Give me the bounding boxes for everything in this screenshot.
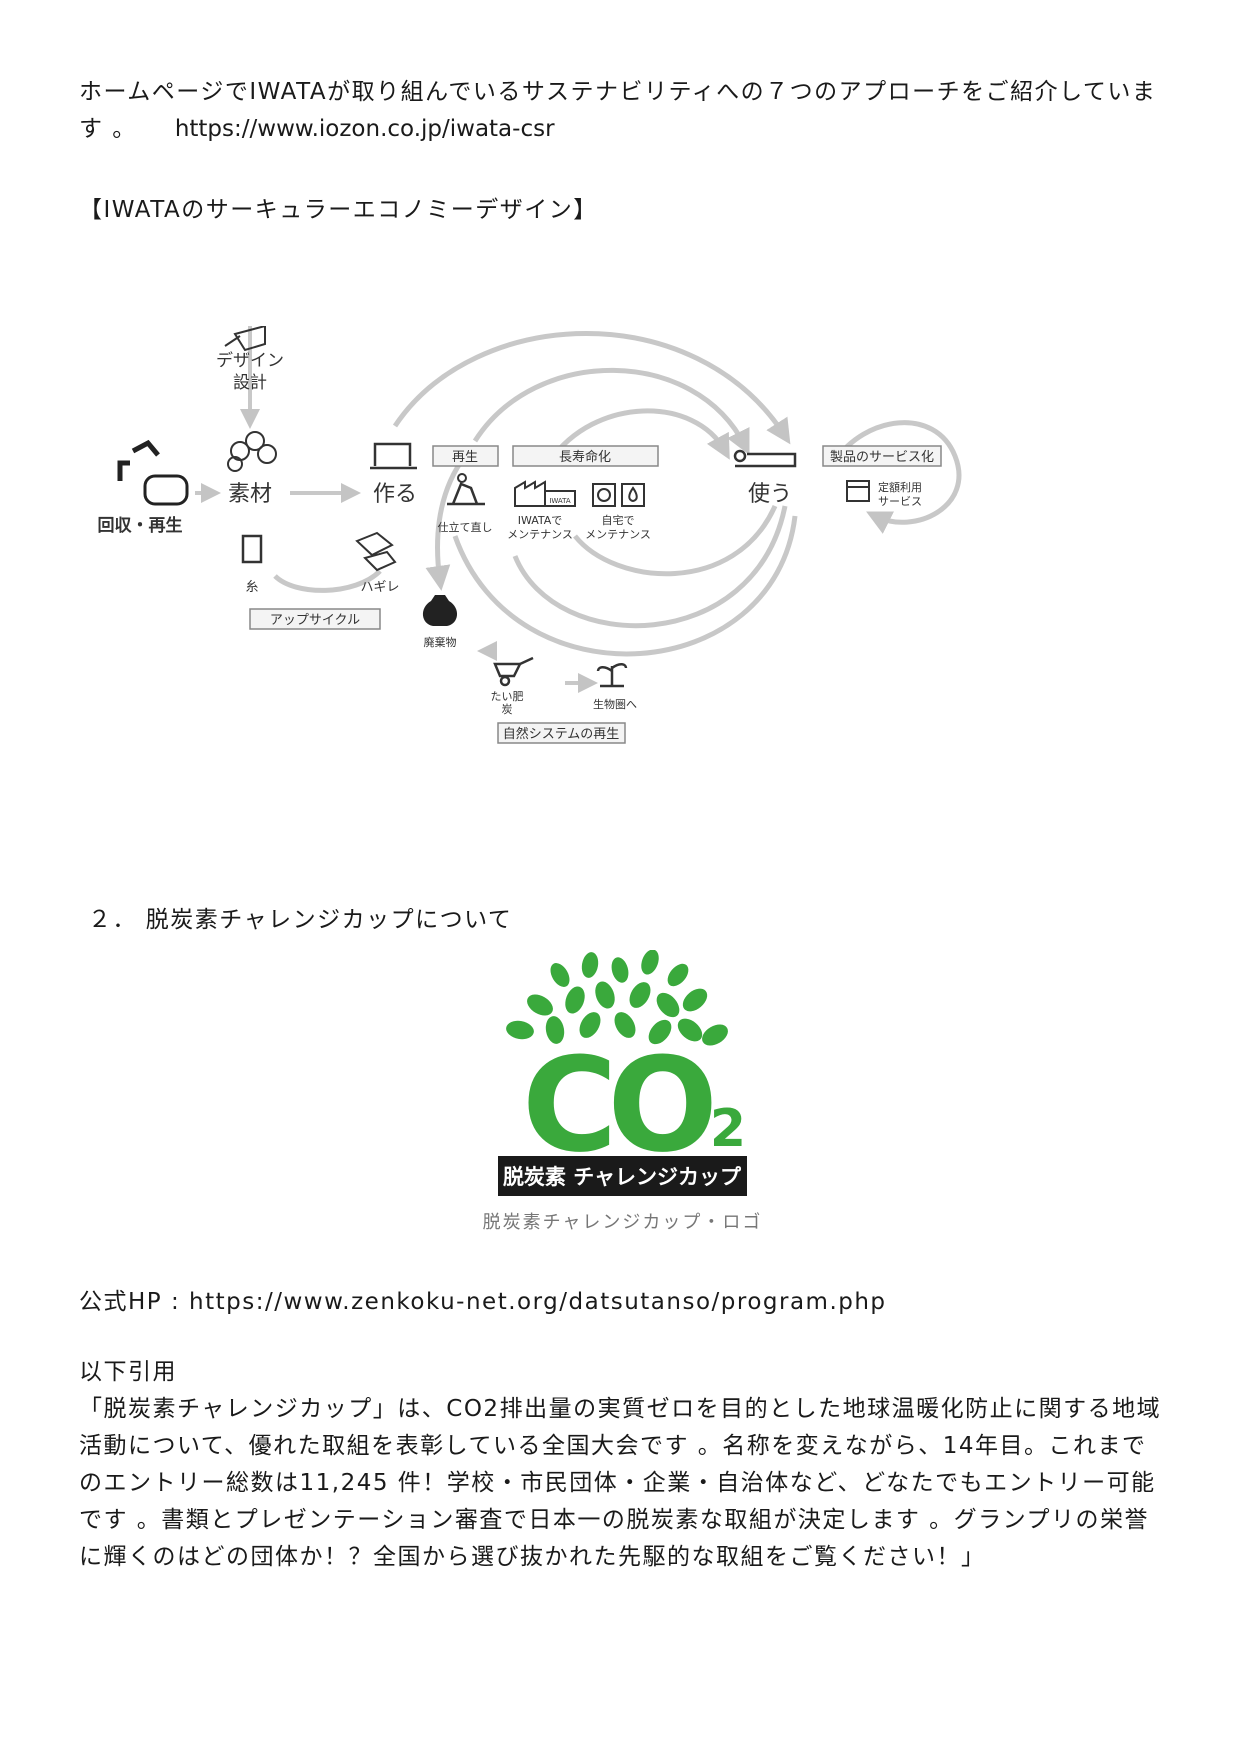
straight-arrows [195, 326, 598, 693]
service-box-label: 製品のサービス化 [830, 450, 934, 465]
water-drop-icon [621, 483, 645, 507]
co2-subscript: 2 [710, 1099, 746, 1159]
design-node: デザイン 設計 [216, 326, 284, 393]
sun-icon [592, 483, 616, 507]
subscription-node: 定額利用 サービス [846, 480, 922, 508]
flow-arc-inner [547, 408, 730, 463]
cotton-icon [227, 431, 277, 472]
scraps-icon [355, 531, 397, 572]
use-label: 使う [748, 482, 792, 507]
material-label: 素材 [228, 482, 272, 507]
make-label: 作る [373, 482, 417, 507]
longevity-box: 長寿命化 [512, 445, 659, 467]
thread-icon [241, 534, 263, 564]
service-box: 製品のサービス化 [822, 445, 942, 467]
diagram-heading: 【IWATAのサーキュラーエコノミーデザイン】 [79, 197, 598, 223]
logo-banner [498, 1156, 747, 1196]
iwata-maintenance-node: IWATA IWATAで メンテナンス [507, 480, 576, 541]
compost-node: たい肥 炭 [491, 656, 534, 716]
product-icon [143, 474, 189, 506]
biosphere-node: 生物圏へ [593, 663, 637, 711]
garbage-bag-icon [422, 595, 458, 626]
tailoring-icon [447, 482, 485, 506]
flow-arc-bottom-2 [573, 504, 778, 577]
flow-arcs [273, 331, 962, 657]
make-node: 作る [370, 442, 417, 507]
section-heading: ２． 脱炭素チャレンジカップについて [88, 907, 513, 933]
flow-arc-to-waste [425, 454, 468, 591]
factory-icon [514, 480, 576, 507]
intro-text: ホームページでIWATAが取り組んでいるサステナビリティへの７つのアプローチをご… [79, 79, 1157, 142]
compost-label-2: 炭 [502, 703, 513, 716]
upcycle-box-label: アップサイクル [270, 613, 360, 628]
iwata-maint-label-2: メンテナンス [507, 528, 573, 541]
sprout-icon [596, 663, 628, 688]
home-maintenance-node: 自宅で メンテナンス [585, 483, 651, 541]
tailoring-node: 仕立て直し [438, 473, 493, 534]
iwata-badge: IWATA [549, 497, 571, 505]
waste-node: 廃棄物 [422, 595, 458, 649]
home-maint-label-2: メンテナンス [585, 528, 651, 541]
co-text: CO [522, 1029, 711, 1181]
flow-arc-upcycle [273, 569, 382, 593]
csr-link[interactable]: https://www.iozon.co.jp/iwata-csr [174, 116, 555, 142]
logo-banner-text: 脱炭素 チャレンジカップ [503, 1165, 742, 1189]
compost-label-1: たい肥 [491, 690, 524, 703]
flow-arc-outer [392, 331, 791, 445]
subscription-label-1: 定額利用 [878, 480, 922, 494]
longevity-box-label: 長寿命化 [559, 449, 611, 465]
recycle-node: 回収・再生 [98, 439, 189, 536]
datsutanso-logo: CO 2 脱炭素 チャレンジカップ [498, 950, 747, 1196]
subscription-label-2: サービス [878, 495, 922, 508]
iwata-maint-label-1: IWATAで [518, 514, 563, 527]
intro-paragraph: ホームページでIWATAが取り組んでいるサステナビリティへの７つのアプローチをご… [79, 74, 1169, 148]
sewing-machine-icon [370, 442, 417, 470]
recycle-label: 回収・再生 [98, 515, 183, 536]
design-label-2: 設計 [233, 373, 267, 393]
biosphere-label: 生物圏へ [593, 697, 637, 711]
hand-pencil-icon [224, 326, 266, 352]
material-node: 素材 [227, 431, 277, 507]
quote-label: 以下引用 [79, 1359, 177, 1385]
logo-caption: 脱炭素チャレンジカップ・ロゴ [482, 1212, 763, 1233]
home-maint-label-1: 自宅で [602, 513, 635, 527]
wheelbarrow-icon [493, 656, 534, 687]
official-hp-link[interactable]: 公式HP : https://www.zenkoku-net.org/datsu… [79, 1289, 887, 1315]
tailoring-label: 仕立て直し [438, 520, 493, 534]
flow-arc-mid [472, 367, 750, 455]
thread-label: 糸 [245, 580, 258, 595]
nature-box-label: 自然システムの再生 [503, 726, 620, 742]
upcycle-box: アップサイクル [249, 608, 381, 630]
regen-box: 再生 [432, 445, 499, 467]
circular-economy-diagram: デザイン 設計 回収・再生 素材 作る 使う [98, 326, 962, 744]
use-node: 使う [733, 449, 797, 507]
quote-body: 「脱炭素チャレンジカップ」は、CO2排出量の実質ゼロを目的とした地球温暖化防止に… [79, 1396, 1162, 1570]
leaves-icon [506, 950, 728, 1046]
scraps-node: ハギレ [355, 531, 400, 595]
service-loop [832, 420, 962, 534]
flow-arc-bottom-1 [512, 505, 788, 629]
scraps-label: ハギレ [360, 580, 399, 595]
waste-label: 廃棄物 [424, 635, 457, 649]
calendar-icon [846, 480, 870, 502]
design-label-1: デザイン [216, 350, 284, 371]
regen-box-label: 再生 [452, 450, 478, 465]
sleep-icon [733, 449, 797, 468]
nature-box: 自然システムの再生 [497, 722, 626, 744]
flow-arc-bottom-3 [452, 515, 798, 657]
thread-node: 糸 [241, 534, 263, 595]
